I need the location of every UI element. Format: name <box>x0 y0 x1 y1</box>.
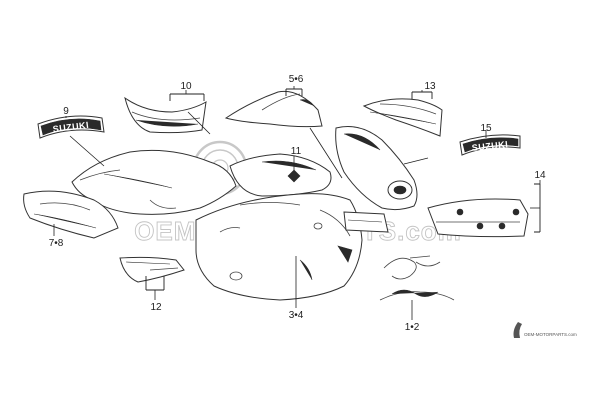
callout-5-6[interactable]: 5•6 <box>289 74 304 85</box>
callout-12[interactable]: 12 <box>150 302 162 313</box>
callout-3-4[interactable]: 3•4 <box>289 310 304 321</box>
callout-14[interactable]: 14 <box>534 170 546 181</box>
callout-9[interactable]: 9 <box>63 106 69 117</box>
part-9-suzuki-emblem[interactable]: SUZUKI <box>37 115 105 139</box>
callout-7-8[interactable]: 7•8 <box>49 238 64 249</box>
part-14-decal[interactable] <box>427 198 529 238</box>
part-11-emblem[interactable] <box>287 169 301 183</box>
suzuki-logo-text-left: SUZUKI <box>52 120 89 134</box>
corner-watermark-text: OEM-MOTORPARTS.com <box>524 332 577 337</box>
suzuki-logo-text-right: SUZUKI <box>471 139 508 153</box>
part-13-decal[interactable] <box>362 98 443 137</box>
callout-10[interactable]: 10 <box>180 81 192 92</box>
part-5-6-decal[interactable] <box>224 90 323 128</box>
callout-1-2[interactable]: 1•2 <box>405 322 420 333</box>
motorcycle-fairing <box>71 126 418 301</box>
part-1-2-script-decal[interactable] <box>379 255 455 301</box>
corner-watermark: OEM-MOTORPARTS.com <box>513 322 577 338</box>
callout-15[interactable]: 15 <box>480 123 492 134</box>
callout-11[interactable]: 11 <box>291 146 302 157</box>
part-12-decal[interactable] <box>119 256 185 283</box>
part-7-8-decal[interactable] <box>23 190 119 239</box>
part-10-decal[interactable] <box>124 96 207 134</box>
callout-labels: 9 10 5•6 13 15 11 14 7•8 12 3•4 1•2 <box>49 74 546 333</box>
leader-lines <box>53 86 541 320</box>
callout-13[interactable]: 13 <box>424 81 436 92</box>
part-15-suzuki-emblem[interactable]: SUZUKI <box>459 134 521 156</box>
